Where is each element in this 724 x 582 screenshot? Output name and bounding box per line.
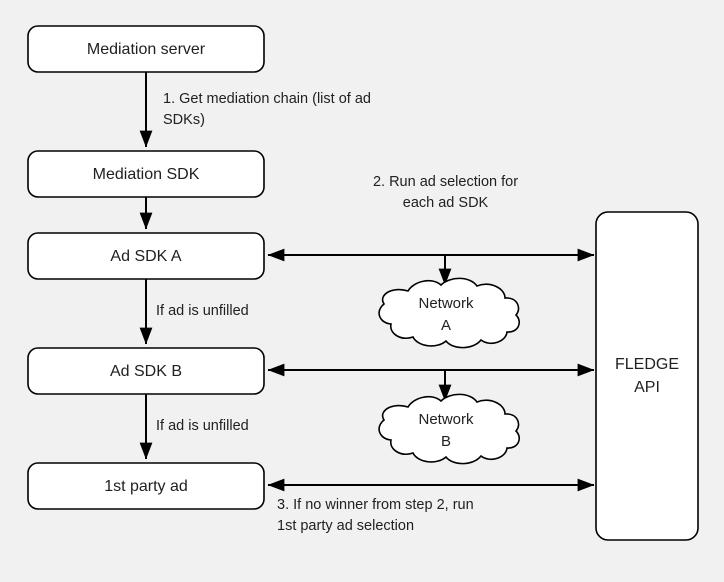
edge-label-step-2: 2. Run ad selection for each ad SDK	[372, 174, 519, 211]
edge-label-step-3: 3. If no winner from step 2, run 1st par…	[277, 497, 474, 534]
node-ad-sdk-b-label: Ad SDK B	[110, 363, 182, 380]
node-ad-sdk-a[interactable]	[27, 232, 265, 280]
edge-label-step-1: 1. Get mediation chain (list of ad SDKs)	[163, 91, 371, 128]
node-mediation-sdk-label: Mediation SDK	[93, 166, 200, 183]
node-first-party-ad-label: 1st party ad	[104, 478, 188, 495]
node-mediation-server-label: Mediation server	[87, 41, 206, 58]
node-ad-sdk-b[interactable]	[27, 347, 265, 395]
cloud-network-b	[378, 393, 520, 465]
node-fledge-api-label-line1: FLEDGE	[615, 356, 679, 373]
cloud-network-a-label-line1: Network	[418, 295, 474, 312]
edge-label-unfilled-a: If ad is unfilled	[156, 303, 249, 319]
cloud-network-b-label-line2: B	[441, 433, 451, 450]
cloud-network-a-label-line2: A	[441, 317, 451, 334]
node-mediation-server[interactable]	[27, 25, 265, 73]
node-fledge-api-label-line2: API	[634, 379, 660, 396]
node-first-party-ad[interactable]	[27, 462, 265, 510]
edge-label-unfilled-b: If ad is unfilled	[156, 418, 249, 434]
node-mediation-sdk[interactable]	[27, 150, 265, 198]
cloud-network-a	[378, 277, 520, 349]
node-ad-sdk-a-label: Ad SDK A	[110, 248, 181, 265]
cloud-network-b-label-line1: Network	[418, 411, 474, 428]
node-fledge-api[interactable]	[595, 211, 699, 541]
